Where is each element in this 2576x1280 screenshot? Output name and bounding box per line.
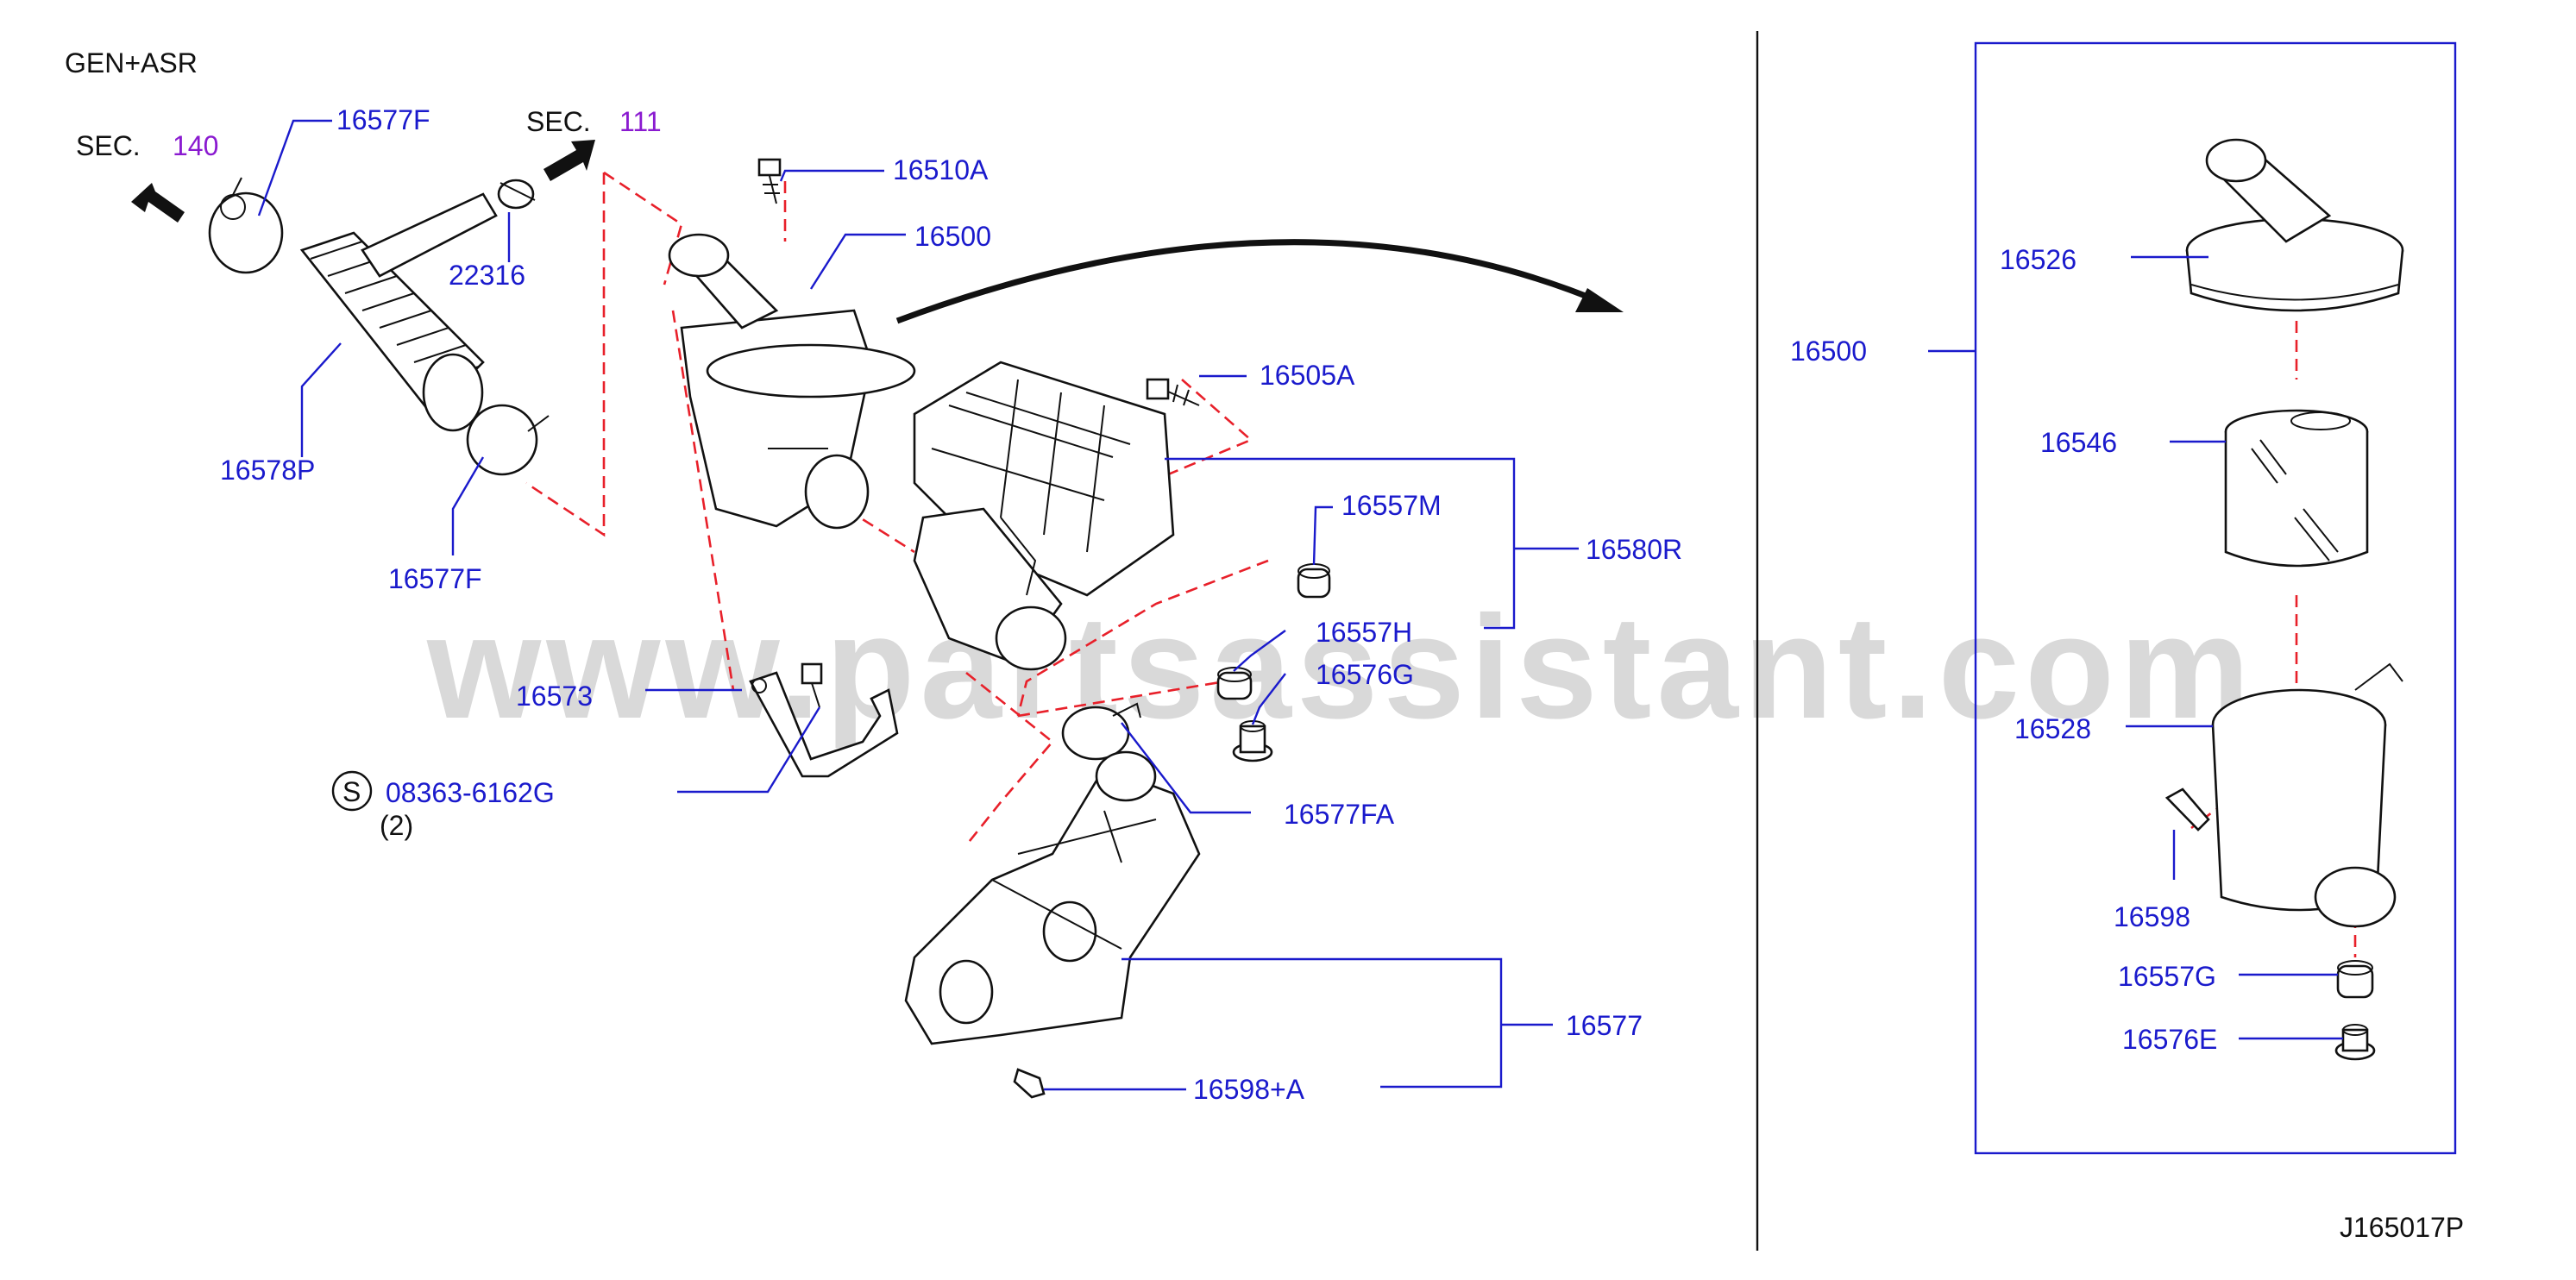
variant-label: GEN+ASR xyxy=(65,47,198,78)
part-16577F-clamp[interactable] xyxy=(208,177,284,274)
part-16557H-grommet[interactable] xyxy=(1216,667,1253,700)
label-16526[interactable]: 16526 xyxy=(2000,244,2077,275)
diagram-code: J165017P xyxy=(2340,1212,2464,1243)
part-16598-clip[interactable] xyxy=(2164,787,2210,831)
label-08363-6162G: 08363-6162G xyxy=(386,777,555,808)
section-prefix: SEC. xyxy=(76,130,141,161)
part-16510A-bolt[interactable] xyxy=(757,158,782,204)
label-16546[interactable]: 16546 xyxy=(2040,427,2117,458)
part-22316-clip[interactable] xyxy=(497,179,536,210)
standard-part-symbol xyxy=(331,770,373,812)
part-16557G-grommet[interactable] xyxy=(2336,960,2374,999)
standard-part-ref[interactable]: S 08363-6162G (2) xyxy=(331,770,555,841)
flow-arrow-head-icon xyxy=(1575,288,1624,312)
label-16578P[interactable]: 16578P xyxy=(220,455,315,486)
label-16500-inset[interactable]: 16500 xyxy=(1790,336,1867,367)
arrow-right-icon xyxy=(543,140,595,181)
part-16580R-duct[interactable] xyxy=(913,361,1175,671)
part-16577-duct[interactable] xyxy=(904,750,1201,1045)
section-ref-140[interactable]: SEC. 140 xyxy=(76,130,218,161)
part-16598A-sensor[interactable] xyxy=(1013,1068,1046,1099)
label-16577[interactable]: 16577 xyxy=(1566,1010,1643,1041)
label-16577F[interactable]: 16577F xyxy=(336,104,430,135)
label-16510A[interactable]: 16510A xyxy=(893,154,989,185)
label-16576G[interactable]: 16576G xyxy=(1316,659,1414,690)
label-16557M[interactable]: 16557M xyxy=(1341,490,1442,521)
label-16577FA[interactable]: 16577FA xyxy=(1284,799,1395,830)
inset-frame xyxy=(1974,41,2457,1155)
part-16526-cover[interactable] xyxy=(2185,138,2404,312)
label-22316[interactable]: 22316 xyxy=(449,260,525,291)
label-16573[interactable]: 16573 xyxy=(516,681,593,712)
part-16557M-grommet[interactable] xyxy=(1297,563,1331,599)
label-16505A[interactable]: 16505A xyxy=(1260,360,1355,391)
section-number: 111 xyxy=(619,106,662,137)
flow-arrow xyxy=(895,239,1606,324)
label-16557H[interactable]: 16557H xyxy=(1316,617,1412,648)
arrow-left-icon xyxy=(131,183,185,223)
standard-part-qty: (2) xyxy=(380,810,413,841)
part-16500-air-cleaner[interactable] xyxy=(668,233,916,530)
label-16528[interactable]: 16528 xyxy=(2014,713,2091,744)
label-16557G[interactable]: 16557G xyxy=(2118,961,2216,992)
label-16598[interactable]: 16598 xyxy=(2114,901,2190,932)
part-16578P-hose[interactable] xyxy=(299,192,498,432)
part-16505A-bolt[interactable] xyxy=(1146,378,1200,406)
section-prefix: SEC. xyxy=(526,106,591,137)
standard-part-symbol-text: S xyxy=(342,776,361,807)
section-ref-111[interactable]: SEC. 111 xyxy=(526,106,662,137)
label-16500[interactable]: 16500 xyxy=(914,221,991,252)
part-16577F-clamp-lower[interactable] xyxy=(466,404,550,476)
part-16576E-bushing[interactable] xyxy=(2334,1024,2376,1061)
section-number: 140 xyxy=(173,130,218,161)
label-16580R[interactable]: 16580R xyxy=(1586,534,1682,565)
part-16528-housing[interactable] xyxy=(2211,662,2403,928)
part-16576G-bushing[interactable] xyxy=(1232,720,1273,762)
part-16546-filter[interactable] xyxy=(2224,409,2369,568)
leader-lines xyxy=(257,119,2343,1091)
label-16598A[interactable]: 16598+A xyxy=(1193,1074,1305,1105)
part-16573-bracket[interactable] xyxy=(749,662,899,778)
label-16576E[interactable]: 16576E xyxy=(2122,1024,2217,1055)
label-16577F-lower[interactable]: 16577F xyxy=(388,563,482,594)
dashed-guides xyxy=(525,171,2357,957)
